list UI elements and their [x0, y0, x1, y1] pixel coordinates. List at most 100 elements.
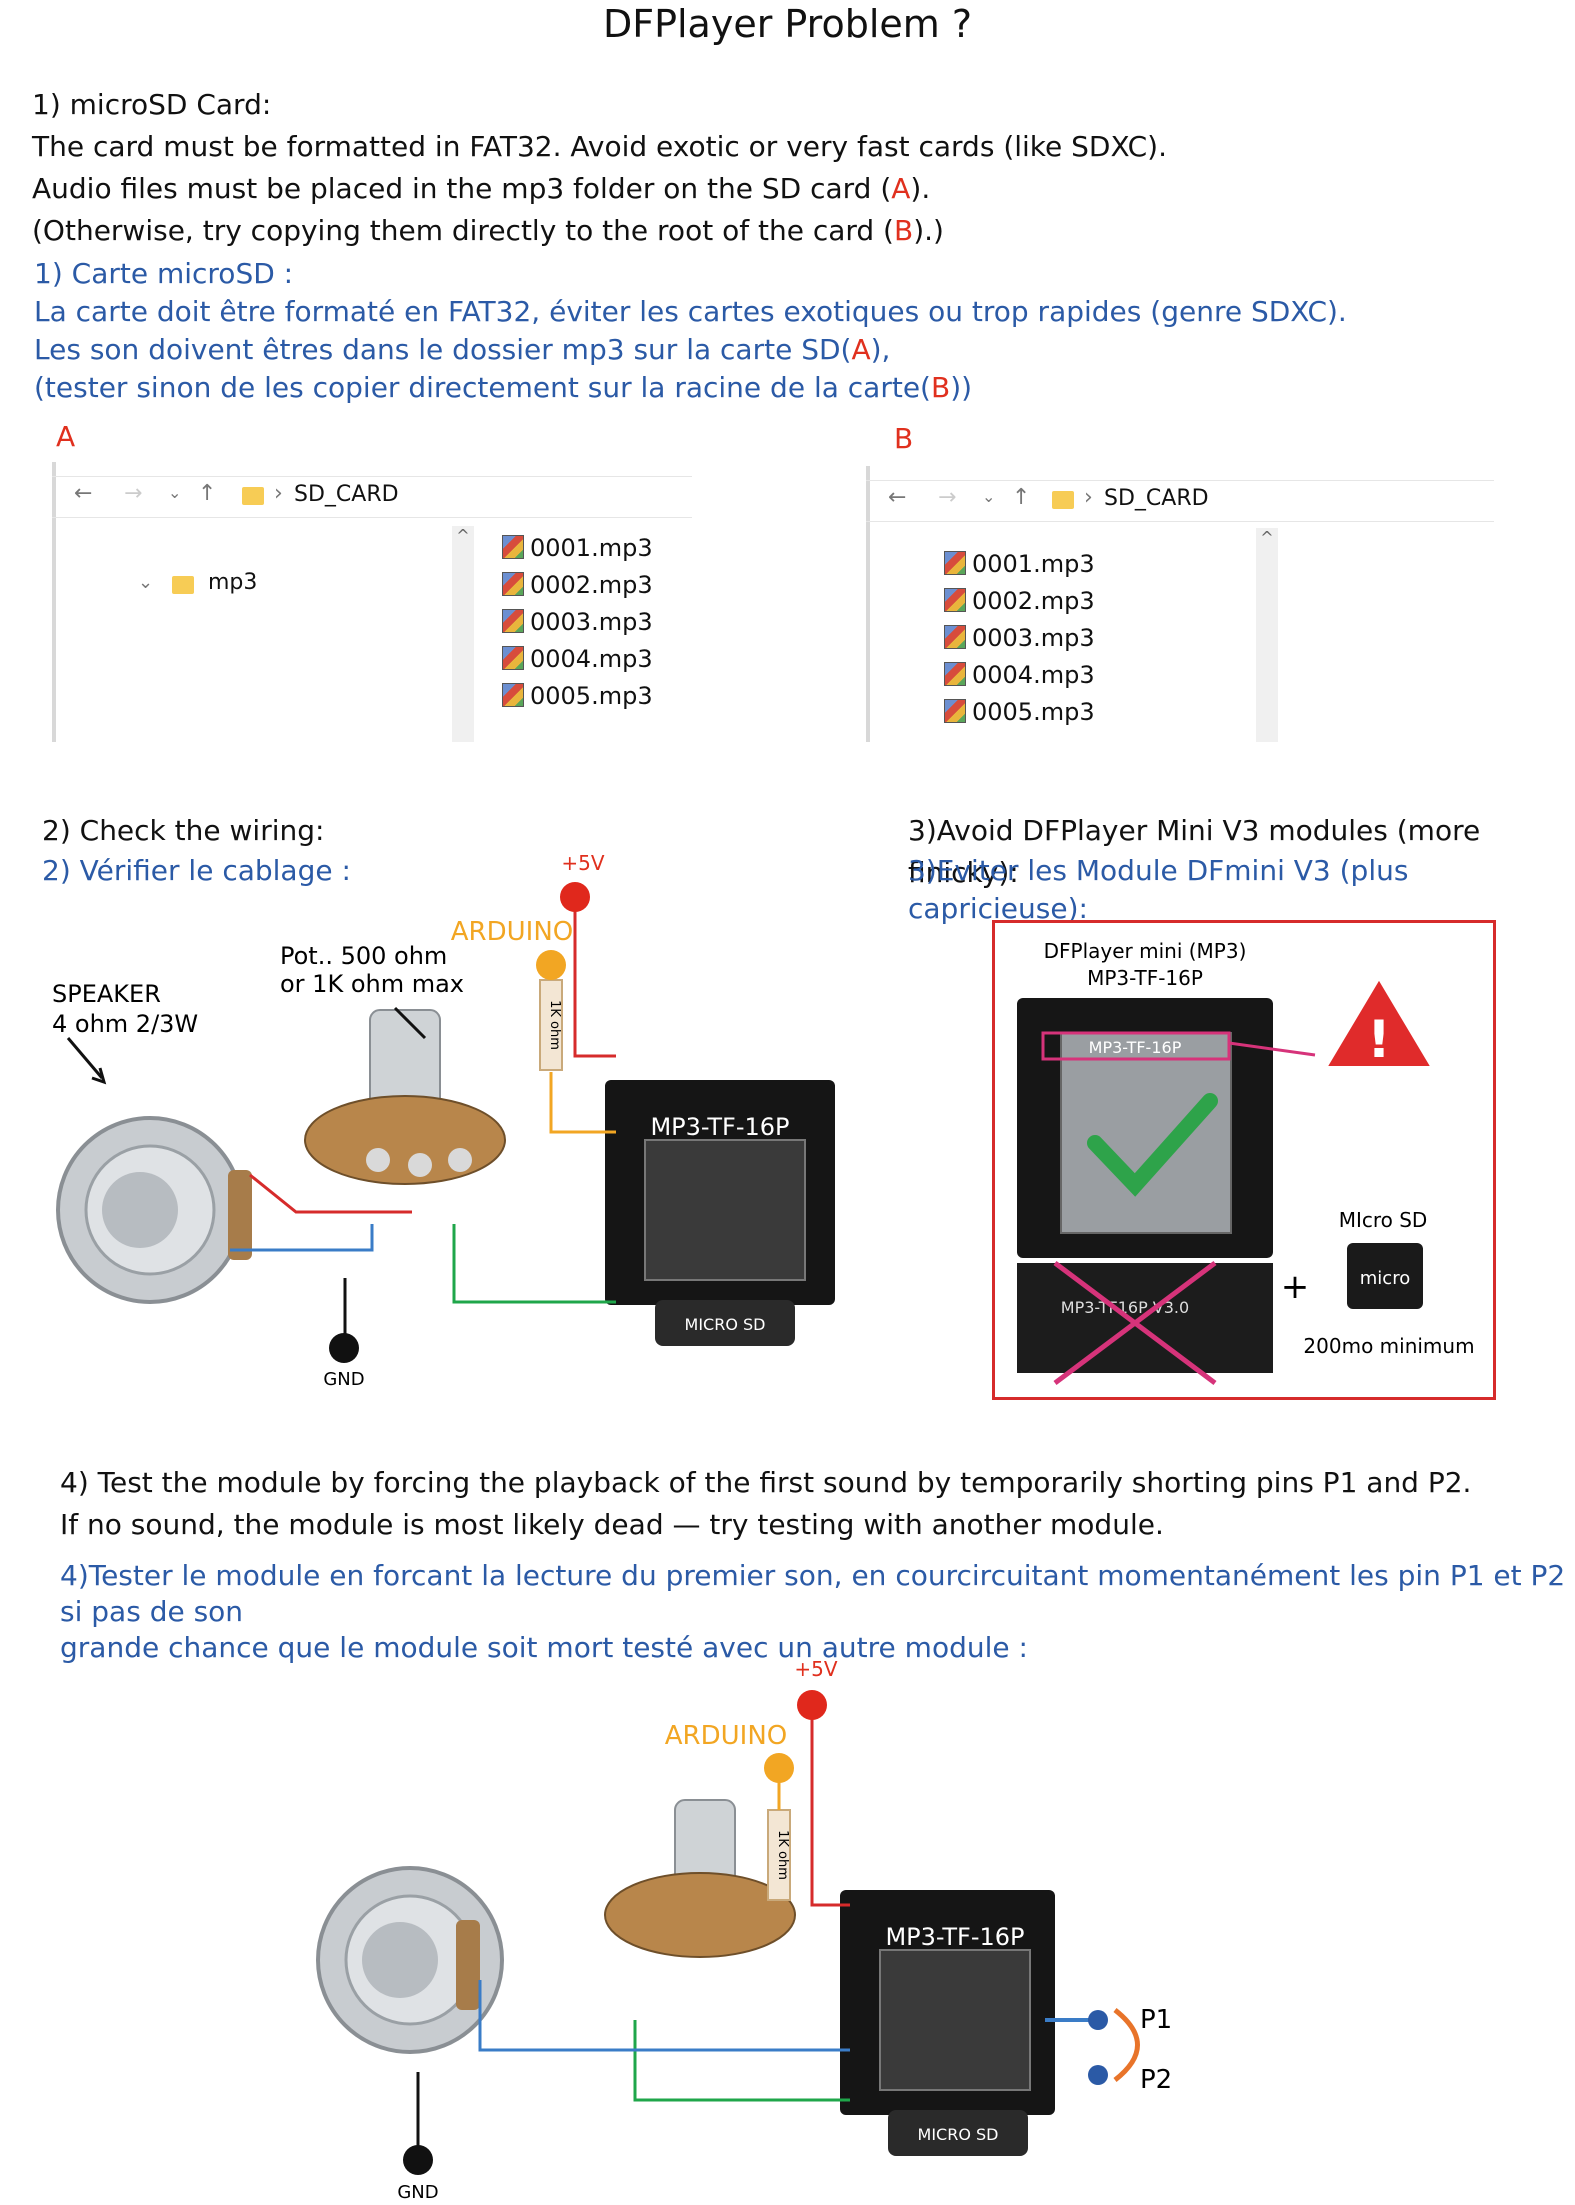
chip-label: MP3-TF-16P [1089, 1038, 1182, 1057]
arduino-node [536, 950, 566, 980]
file-item[interactable]: 0003.mp3 [502, 608, 653, 636]
arduino-label: ARDUINO [451, 917, 573, 947]
arduino-node [764, 1753, 794, 1783]
folder-icon [1052, 491, 1074, 509]
potentiometer [604, 1799, 796, 1958]
section1-en-line: The card must be formatted in FAT32. Avo… [32, 130, 1167, 163]
gnd-label: GND [323, 1369, 364, 1390]
gnd-label: GND [397, 2182, 438, 2203]
resistor: 1K ohm [767, 1809, 791, 1901]
section1-en-line: 1) microSD Card: [32, 88, 272, 121]
page-title: DFPlayer Problem ? [602, 2, 973, 46]
audio-file-icon [944, 551, 966, 575]
section1-en-line: Audio files must be placed in the mp3 fo… [32, 172, 931, 205]
card-title: MP3-TF-16P [1087, 966, 1203, 990]
section1-fr-line: La carte doit être formaté en FAT32, évi… [34, 295, 1347, 328]
p2-node [1088, 2065, 1108, 2085]
audio-file-icon [502, 646, 524, 670]
min-size-label: 200mo minimum [1303, 1334, 1474, 1358]
explorer-side [52, 462, 56, 742]
svg-text:!: ! [1367, 1010, 1391, 1070]
audio-file-icon [502, 535, 524, 559]
audio-file-icon [944, 662, 966, 686]
section1-en: 1) microSD Card: The card must be format… [32, 84, 1167, 252]
file-item[interactable]: 0004.mp3 [944, 661, 1095, 689]
folder-mp3[interactable]: mp3 [208, 570, 258, 595]
file-item[interactable]: 0004.mp3 [502, 645, 653, 673]
section4-fr-line: 4)Tester le module en forcant la lecture… [60, 1559, 1566, 1628]
explorer-b: ← → ⌄ ↑ › SD_CARD ^ 0001.mp3 0002.mp3 00… [866, 466, 1494, 742]
chevron-down-icon[interactable]: ⌄ [168, 483, 182, 502]
section4-en-line: 4) Test the module by forcing the playba… [60, 1466, 1472, 1499]
cross-icon [1053, 1261, 1217, 1385]
section1-fr-line: Les son doivent êtres dans le dossier mp… [34, 333, 891, 366]
marker-a: A [891, 172, 911, 205]
file-item[interactable]: 0005.mp3 [944, 698, 1095, 726]
scrollbar[interactable]: ^ [1256, 528, 1278, 742]
audio-file-icon [944, 588, 966, 612]
section4-en: 4) Test the module by forcing the playba… [60, 1462, 1471, 1546]
micro-sd-label: MICRO SD [685, 1315, 766, 1334]
gnd-node [403, 2145, 433, 2175]
marker-b: B [893, 214, 914, 247]
explorer-a-label: A [56, 420, 76, 453]
file-item[interactable]: 0002.mp3 [944, 587, 1095, 615]
5v-label: +5V [561, 851, 604, 875]
section1-en-line: (Otherwise, try copying them directly to… [32, 214, 944, 247]
file-item[interactable]: 0003.mp3 [944, 624, 1095, 652]
up-arrow-icon[interactable]: ↑ [1012, 485, 1031, 510]
forward-arrow-icon[interactable]: → [124, 481, 143, 506]
up-arrow-icon[interactable]: ↑ [198, 481, 217, 506]
speaker-label: 4 ohm 2/3W [52, 1010, 198, 1038]
scroll-up-icon: ^ [1260, 528, 1274, 547]
expand-chevron-icon[interactable]: ⌄ [138, 572, 154, 593]
resistor-label: 1K ohm [547, 1000, 562, 1050]
resistor-label: 1K ohm [775, 1830, 790, 1880]
short-arrow-icon [1113, 2008, 1140, 2082]
p2-label: P2 [1140, 2065, 1172, 2095]
back-arrow-icon[interactable]: ← [888, 485, 907, 510]
breadcrumb-path[interactable]: SD_CARD [1104, 486, 1209, 511]
mp3-module: MP3-TF-16P MICRO SD [605, 1080, 835, 1346]
micro-sd-label: MICRO SD [918, 2125, 999, 2144]
speaker-label: SPEAKER [52, 980, 161, 1008]
check-icon [1087, 1093, 1218, 1197]
back-arrow-icon[interactable]: ← [74, 481, 93, 506]
section3-en: 3)Avoid DFPlayer Mini V3 modules (more f… [908, 814, 1481, 889]
module-label: MP3-TF-16P [885, 1923, 1024, 1951]
file-item[interactable]: 0002.mp3 [502, 571, 653, 599]
scroll-up-icon: ^ [456, 526, 470, 545]
section1-fr: 1) Carte microSD : La carte doit être fo… [34, 255, 1347, 407]
card-title: DFPlayer mini (MP3) [1044, 939, 1247, 963]
warning-card: DFPlayer mini (MP3) MP3-TF-16P MP3-TF-16… [992, 920, 1496, 1400]
section4-fr: 4)Tester le module en forcant la lecture… [60, 1558, 1575, 1666]
section1-fr-line: 1) Carte microSD : [34, 257, 294, 290]
speaker [56, 1116, 252, 1304]
section2-fr: 2) Vérifier le cablage : [42, 854, 351, 887]
module-label: MP3-TF-16P [650, 1113, 789, 1141]
speaker [316, 1866, 504, 2054]
plus-sign: + [1281, 1267, 1310, 1307]
audio-file-icon [502, 572, 524, 596]
bad-module-label: MP3-TF16P V3.0 [1061, 1298, 1189, 1317]
scrollbar[interactable]: ^ [452, 526, 474, 742]
explorer-side [866, 466, 870, 742]
section3-fr: 3)Eviter les Module DFmini V3 (plus capr… [908, 854, 1409, 925]
potentiometer [304, 1009, 506, 1185]
section2-en: 2) Check the wiring: [42, 814, 325, 847]
5v-label: +5V [794, 1657, 837, 1681]
folder-icon [242, 487, 264, 505]
test-wiring-diagram: 1K ohm MP3-TF-16P MICRO SD P1 P2 +5V ARD… [316, 1657, 1172, 2203]
folder-icon [172, 576, 194, 594]
file-item[interactable]: 0001.mp3 [502, 534, 653, 562]
forward-arrow-icon[interactable]: → [938, 485, 957, 510]
p1-node [1088, 2010, 1108, 2030]
micro-sd-card-icon [1347, 1243, 1423, 1309]
file-item[interactable]: 0005.mp3 [502, 682, 653, 710]
explorer-address-bar: ← → ⌄ ↑ › SD_CARD [866, 480, 1494, 522]
5v-node [560, 882, 590, 912]
chevron-down-icon[interactable]: ⌄ [982, 487, 996, 506]
file-item[interactable]: 0001.mp3 [944, 550, 1095, 578]
audio-file-icon [502, 609, 524, 633]
breadcrumb-path[interactable]: SD_CARD [294, 482, 399, 507]
